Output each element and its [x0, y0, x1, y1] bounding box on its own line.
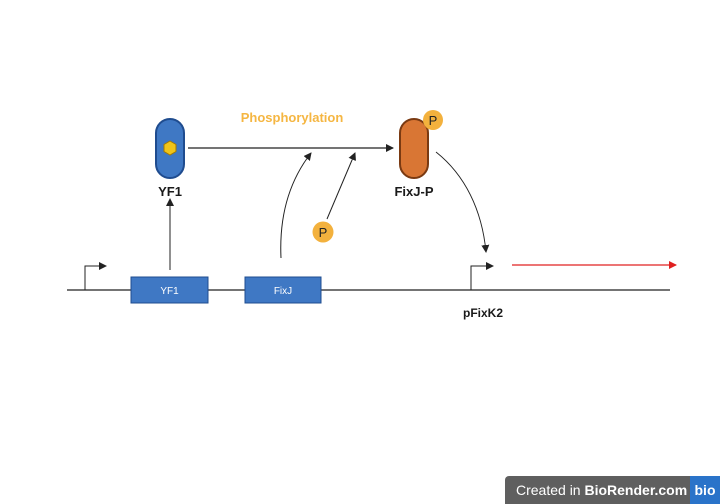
svg-text:FixJ: FixJ [274, 286, 292, 297]
pfixk2-promoter-arrow-icon [470, 262, 494, 290]
yf1-protein-label: YF1 [158, 184, 182, 199]
chromophore-hexagon-icon [163, 140, 177, 156]
phosphate-to-reaction-arrow [326, 152, 356, 220]
gene-fixj [244, 276, 322, 304]
svg-text:P: P [429, 113, 438, 128]
fixj-p-to-promoter-arrow [435, 151, 490, 253]
fixj-p-label: FixJ-P [394, 184, 433, 199]
promoter-arrow-icon [84, 262, 107, 290]
svg-text:YF1: YF1 [160, 286, 179, 297]
svg-text:P: P [319, 225, 328, 240]
phosphorylation-label: Phosphorylation [241, 110, 344, 125]
biorender-watermark: Created in BioRender.com bio [505, 476, 720, 504]
biorender-logo: bio [690, 476, 720, 504]
pfixk2-label: pFixK2 [463, 306, 503, 320]
fixj-to-reaction-arrow [280, 152, 312, 259]
watermark-brand: BioRender.com [584, 482, 688, 498]
yf1-protein [155, 118, 185, 179]
gene-yf1 [130, 276, 209, 304]
watermark-prefix: Created in [516, 482, 585, 498]
phosphate-free: P [312, 221, 334, 243]
fixj-p-protein [399, 118, 429, 179]
phosphate-bound: P [423, 110, 443, 130]
